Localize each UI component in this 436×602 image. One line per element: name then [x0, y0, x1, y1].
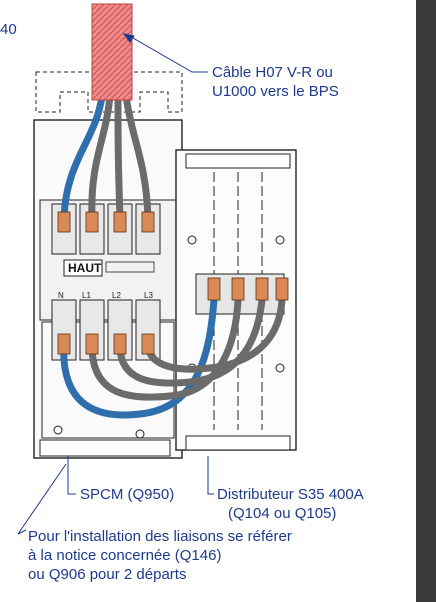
- connector-lugs: [57, 211, 289, 355]
- leader-lines: [17, 33, 214, 535]
- upper-cable-bundle: [60, 92, 152, 222]
- install-note-line2: à la notice concernée (Q146): [28, 547, 222, 564]
- install-note-line3: ou Q906 pour 2 départs: [28, 566, 187, 583]
- lower-cable-bundle: [60, 296, 286, 419]
- distributor-label-line1: Distributeur S35 400A: [217, 486, 364, 503]
- haut-badge-text: HAUT: [68, 261, 102, 275]
- spcm-label: SPCM (Q950): [80, 486, 175, 503]
- terminal-label-l1: L1: [82, 291, 91, 300]
- page-side-bar: [416, 0, 436, 602]
- terminal-label-l3: L3: [144, 291, 153, 300]
- terminal-block-lower: [51, 299, 161, 361]
- haut-badge: [63, 259, 155, 277]
- cable-label-line1: Câble H07 V-R ou: [212, 64, 333, 81]
- page-ref: 40: [0, 21, 17, 38]
- distributor-label-line2: (Q104 ou Q105): [228, 505, 337, 522]
- terminal-label-n: N: [58, 291, 64, 300]
- cable-sleeve: [91, 3, 133, 101]
- terminal-label-l2: L2: [112, 291, 121, 300]
- cable-label-line2: U1000 vers le BPS: [212, 83, 339, 100]
- install-note-line1: Pour l'installation des liaisons se réfé…: [28, 528, 292, 545]
